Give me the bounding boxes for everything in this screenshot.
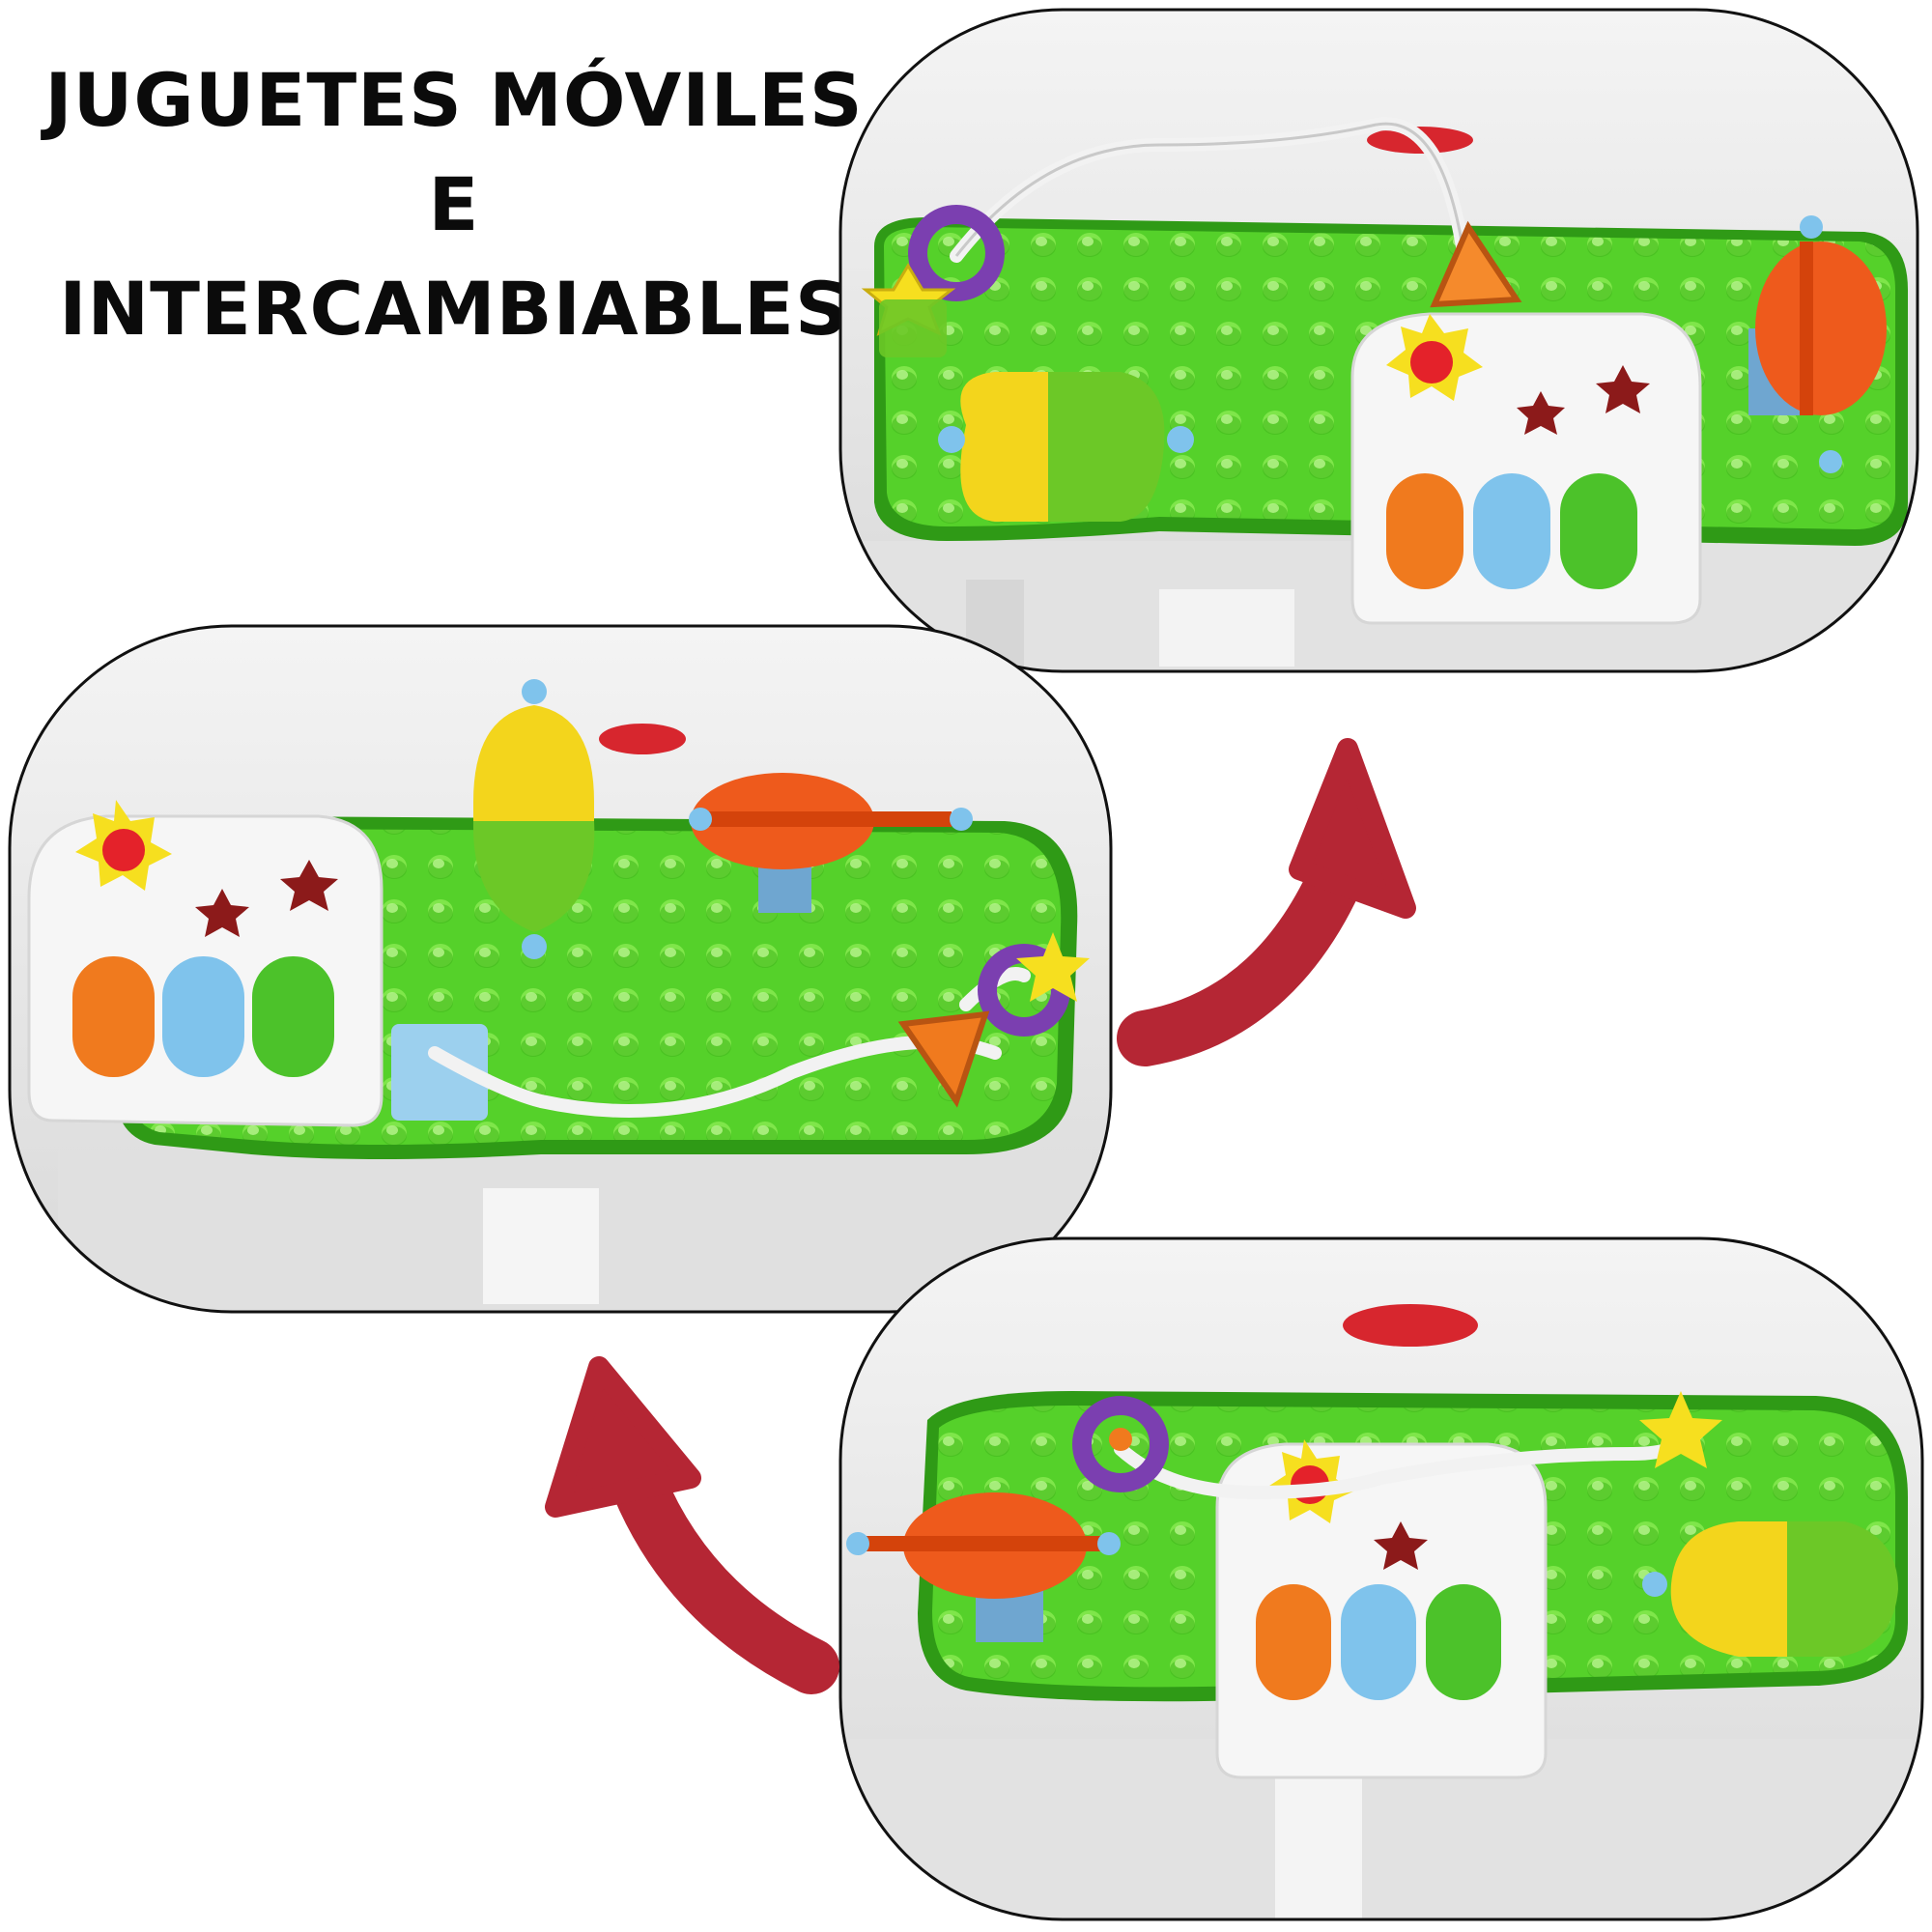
logo-badge xyxy=(1343,1304,1478,1347)
photo-top-right xyxy=(838,8,1919,673)
photo-frame-bottom xyxy=(838,1236,1924,1921)
purple-ring xyxy=(908,205,1005,301)
photo-frame-middle xyxy=(8,624,1113,1314)
orange-triangle-bead xyxy=(897,1010,990,1108)
blue-block xyxy=(391,1024,488,1121)
piano-panel xyxy=(27,800,384,1127)
headline-line-1: JUGUETES MÓVILES E xyxy=(44,57,864,247)
piano-panel xyxy=(1215,1439,1548,1779)
headline-line-2: INTERCAMBIABLES xyxy=(59,266,849,352)
bead-wire xyxy=(428,1035,1002,1118)
roller-toy xyxy=(846,1492,1121,1642)
photo-frame-top xyxy=(838,8,1919,673)
rattle-toy xyxy=(1642,1521,1898,1657)
orange-triangle-bead xyxy=(1430,220,1522,308)
photo-middle-left xyxy=(8,624,1113,1314)
headline: JUGUETES MÓVILES E INTERCAMBIABLES xyxy=(39,48,869,361)
bead-wire xyxy=(1114,1423,1707,1500)
purple-ring xyxy=(1072,1396,1169,1492)
rattle-toy xyxy=(472,679,595,959)
yellow-star xyxy=(1016,932,1090,1002)
yellow-star xyxy=(1639,1391,1722,1468)
piano-panel xyxy=(1350,312,1702,625)
rattle-toy xyxy=(938,372,1194,522)
curved-arrow-up-icon xyxy=(545,1356,839,1694)
roller-toy xyxy=(1748,215,1887,473)
photo-bottom-right xyxy=(838,1236,1924,1921)
curved-arrow-up-right-icon xyxy=(1117,738,1416,1066)
roller-toy xyxy=(689,773,973,913)
